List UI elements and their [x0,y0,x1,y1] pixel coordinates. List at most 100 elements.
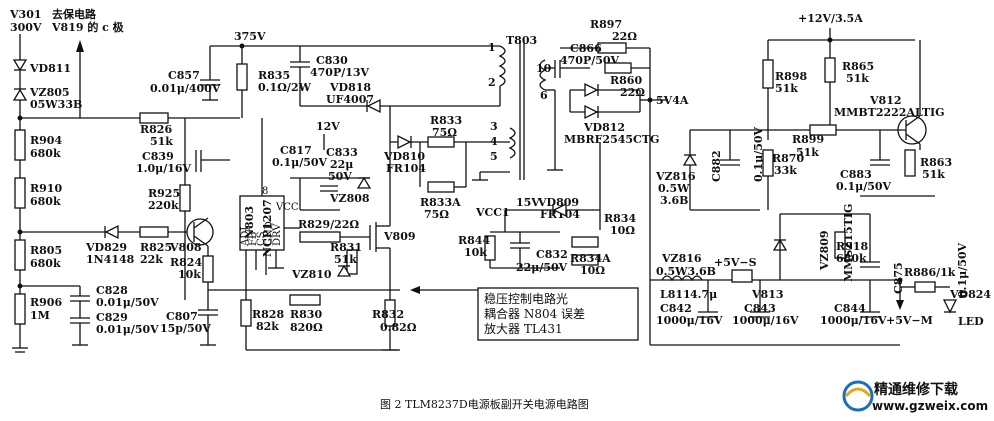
label-c833: C833 [326,146,358,159]
transistor-collector [905,115,921,127]
label-ncp1207: NCP1207 [261,199,274,257]
label-r826: R826 [140,123,172,136]
label-r844-value: 10k [464,246,487,259]
transistor-emitter [905,133,921,145]
label-c833-value1: 22μ [330,158,353,171]
pin-drv: DRV [272,223,283,246]
label-r805: R805 [30,244,62,257]
label-r831-value: 51k [334,253,357,266]
label-r910-value: 680k [30,195,61,208]
resistor-r833-icon [427,136,455,148]
label-vd829: VD829 [85,241,127,254]
label-r828-value: 82k [256,320,279,333]
label-c817: C817 [280,144,312,157]
arrow-up-icon [76,40,84,52]
label-r865-value: 51k [846,72,869,85]
label-r865: R865 [842,60,874,73]
label-c832-value: 22μ/50V [516,261,568,274]
label-c882-value: 0.1μ/50V [752,126,765,182]
label-r832: R832 [372,308,404,321]
label-r805-value: 680k [30,257,61,270]
note-box [477,287,639,341]
label-r828: R828 [252,308,284,321]
label-r832-value: 0.82Ω [380,321,417,334]
label-r918: R918 [836,240,868,253]
label-r897: R897 [590,18,622,31]
ic-pin-labels: ADJ FB CS GND DRV VCC 8 [240,186,299,247]
watermark-logo [842,380,874,412]
label-c830-value: 470P/13V [310,66,370,79]
label-r833a: R833A [420,196,461,209]
note-line-1: 稳压控制电路光 [484,291,568,306]
watermark-url: www.gzweix.com [872,399,988,413]
label-r834-value: 10Ω [610,224,635,237]
label-protect-circuit: 去保电路 [52,7,97,21]
resistor-r910-icon [14,177,26,209]
label-r925-value: 220k [148,199,179,212]
pin-cs: CS [256,231,267,246]
label-c807: C807 [166,310,198,323]
diode-vd811-icon [12,59,28,72]
label-v301: V301 [9,8,42,21]
label-vd809: VD809 [537,196,579,209]
label-r824: R824 [170,256,202,269]
transformer-aux-icon [508,127,516,159]
label-r834: R834 [604,212,636,225]
label-c839: C839 [142,150,174,163]
label-r898-value: 51k [775,82,798,95]
label-t803: T803 [506,34,537,47]
label-c844: C844 [834,302,866,315]
diode-vd829-icon [104,224,119,240]
label-c842: C842 [660,302,692,315]
label-r825: R825 [140,241,172,254]
label-r835: R835 [258,69,290,82]
resistor-r863-icon [904,149,916,177]
resistor-r886-icon [914,281,936,293]
arrow-left-icon [410,286,420,294]
label-vz816-value: 0.5W3.6B [656,265,716,278]
label-r824-value: 10k [178,268,201,281]
resistor-r860-icon [604,62,632,74]
zener-vz808-icon [356,176,372,189]
label-r860-value: 22Ω [620,86,645,99]
label-v812: V812 [869,94,902,107]
pin-8: 8 [262,186,268,197]
label-r831: R831 [330,241,362,254]
transformer-secondary-icon [539,59,547,91]
note-line-3: 放大器 TL431 [484,321,563,336]
label-vz809-value: MMSZ15TIG [842,204,855,282]
label-c857-value: 0.01μ/400V [150,82,221,95]
label-r835-value: 0.1Ω/2W [258,81,312,94]
zener-vz805-icon [12,88,28,101]
label-vz809: VZ809 [818,230,831,271]
label-vz808: VZ808 [329,192,370,205]
resistor-r824-icon [202,255,214,283]
label-r834a-value: 10Ω [580,264,605,277]
resistor-r828-icon [240,299,252,327]
label-pin5: 5 [490,150,498,163]
label-vz816a-value2: 3.6B [660,194,688,207]
label-r860: R860 [610,74,642,87]
label-c807-value: 15p/50V [160,322,211,335]
label-r904-value: 680k [30,147,61,160]
label-led: LED [958,315,984,328]
zener-vz816a-icon [682,153,698,166]
label-r897-value: 22Ω [612,30,637,43]
label-12v-3-5a: +12V/3.5A [798,12,863,25]
label-r833a-value: 75Ω [424,208,449,221]
label-5v-s: +5V−S [714,256,757,269]
ic-n803 [239,195,285,251]
label-c832: C832 [536,248,568,261]
label-l811: L811 [660,288,691,301]
label-vd829-value: 1N4148 [86,253,135,266]
resistor-r831-icon [346,249,358,275]
label-r870: R870 [772,152,804,165]
note-line-2: 耦合器 N804 误差 [484,306,585,321]
label-r898: R898 [775,70,807,83]
label-l811-value: 4.7μ [690,288,717,301]
led-vd824-icon [942,299,958,314]
label-c857: C857 [168,69,200,82]
label-vcc1: VCC1 [475,206,510,219]
